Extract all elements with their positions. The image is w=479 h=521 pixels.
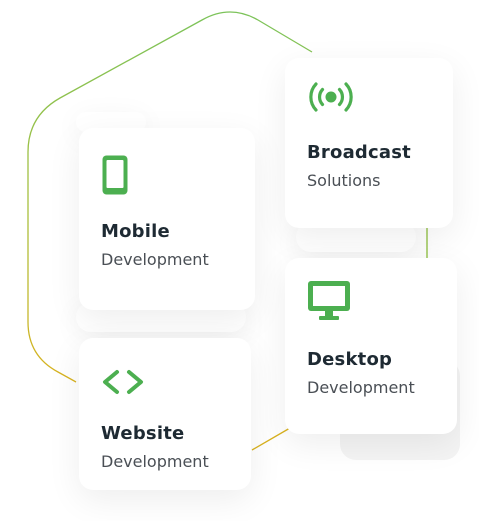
desktop-title: Desktop bbox=[307, 349, 393, 370]
website-title: Website bbox=[101, 423, 185, 444]
mobile-title: Mobile bbox=[101, 221, 170, 242]
broadcast-title: Broadcast bbox=[307, 142, 411, 163]
website-card[interactable]: Website Development bbox=[79, 338, 251, 490]
mobile-subtitle: Development bbox=[101, 250, 209, 269]
mobile-phone-icon bbox=[101, 154, 255, 201]
desktop-card[interactable]: Desktop Development bbox=[285, 258, 457, 434]
code-brackets-icon bbox=[101, 368, 251, 401]
broadcast-card[interactable]: Broadcast Solutions bbox=[285, 58, 453, 228]
background-panel bbox=[76, 112, 146, 132]
broadcast-subtitle: Solutions bbox=[307, 171, 381, 190]
desktop-monitor-icon bbox=[307, 280, 457, 327]
website-subtitle: Development bbox=[101, 452, 209, 471]
broadcast-icon bbox=[307, 80, 453, 119]
desktop-subtitle: Development bbox=[307, 378, 415, 397]
mobile-card[interactable]: Mobile Development bbox=[79, 128, 255, 310]
